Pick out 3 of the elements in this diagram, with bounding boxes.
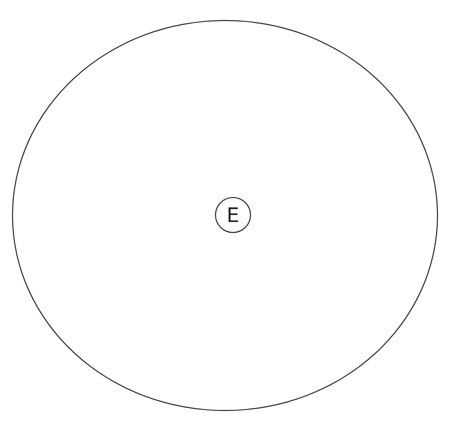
circle-node (215, 197, 251, 233)
large-circle (12, 20, 438, 411)
node-label: E (226, 205, 240, 225)
